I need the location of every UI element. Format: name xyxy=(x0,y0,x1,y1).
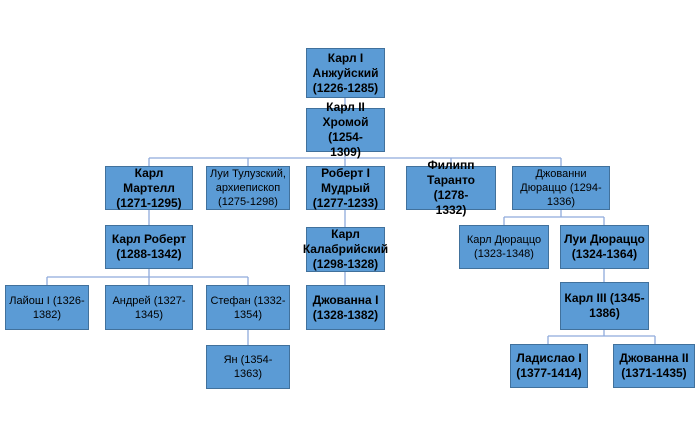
node-ladislao-1: Ладислао I (1377-1414) xyxy=(510,344,588,388)
node-filipp-taranto: Филипп Таранто (1278- 1332) xyxy=(406,158,496,217)
node-karl-kalabrijsky: Карл Калабрийский (1298-1328) xyxy=(302,227,389,272)
node-karl-durazzo: Карл Дюраццо (1323-1348) xyxy=(459,225,549,269)
node-dzhovanna-1: Джованна I (1328-1382) xyxy=(306,285,385,330)
node-karl-martell: Карл Мартелл (1271-1295) xyxy=(105,166,193,210)
node-stefan: Стефан (1332- 1354) xyxy=(206,285,290,330)
node-dzhovanna-2: Джованна II (1371-1435) xyxy=(613,344,695,388)
node-karl-3: Карл III (1345- 1386) xyxy=(560,282,649,330)
node-robert-1: Роберт I Мудрый (1277-1233) xyxy=(306,166,385,210)
node-layosh-1: Лайош I (1326- 1382) xyxy=(5,285,89,330)
node-yan: Ян (1354-1363) xyxy=(206,345,290,389)
node-karl-1: Карл I Анжуйский (1226-1285) xyxy=(306,48,385,98)
node-lui-durazzo: Луи Дюраццо (1324-1364) xyxy=(560,225,649,269)
node-lui-tuluzsky: Луи Тулузский, архиепископ (1275-1298) xyxy=(206,166,290,210)
node-dzhovanni-durazzo: Джованни Дюраццо (1294- 1336) xyxy=(512,166,610,210)
node-karl-2: Карл II Хромой (1254- 1309) xyxy=(306,100,385,159)
node-karl-robert: Карл Роберт (1288-1342) xyxy=(105,225,193,269)
node-andrey: Андрей (1327- 1345) xyxy=(105,285,193,330)
